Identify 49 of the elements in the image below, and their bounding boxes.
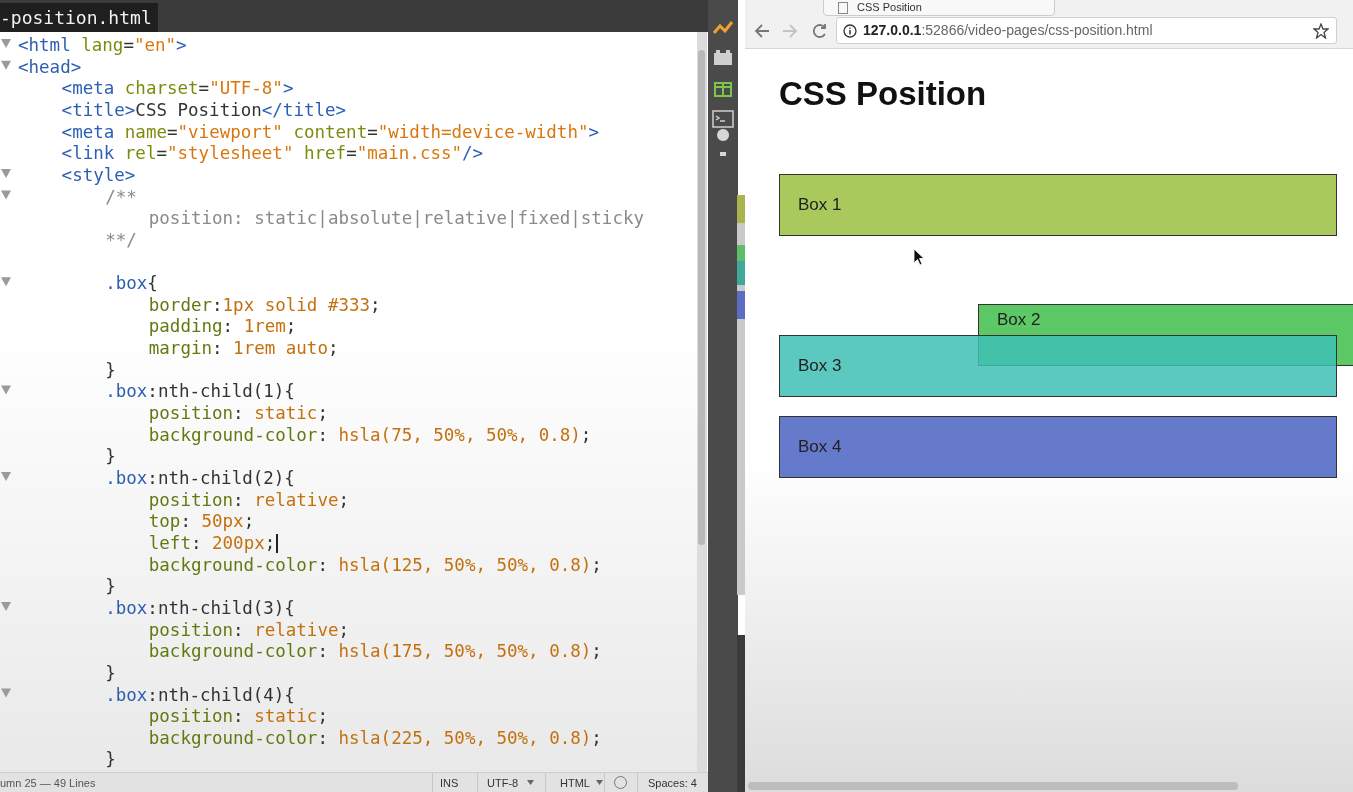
code-line: .box:nth-child(1){ — [105, 380, 295, 403]
page-heading: CSS Position — [779, 75, 987, 113]
code-line: position: static|absolute|relative|fixed|sticky — [148, 207, 644, 230]
status-item: INS — [440, 777, 459, 789]
code-line: left: 200px; — [148, 531, 276, 554]
box-label: Box 4 — [798, 437, 842, 457]
code-line: .box:nth-child(2){ — [105, 467, 295, 489]
position-box — [779, 416, 1337, 478]
code-line: background-color: hsla(225, 50%, 50%, 0.8); — [148, 726, 602, 749]
code-line: <style> — [61, 163, 136, 186]
code-line: position: static; — [148, 705, 328, 728]
code-line: padding: 1rem; — [148, 315, 297, 338]
status-item: HTML — [560, 777, 590, 789]
status-item: Spaces: 4 — [648, 777, 697, 789]
status-item: UTF-8 — [487, 777, 519, 789]
code-line: border:1px solid #333; — [148, 293, 381, 316]
code-line: } — [105, 748, 116, 771]
code-line: position: static; — [148, 402, 328, 425]
position-box — [779, 335, 1337, 397]
code-line: <meta charset="UTF-8"> — [61, 77, 294, 100]
code-line: <link rel="stylesheet" href="main.css"/> — [61, 142, 484, 165]
code-line: .box:nth-child(3){ — [105, 596, 295, 619]
url-text: 127.0.0.1:52866/video-pages/css-position.html — [863, 22, 1153, 38]
box-label: Box 2 — [997, 310, 1041, 330]
code-line: **/ — [105, 228, 137, 251]
code-line: <html lang="en"> — [18, 34, 187, 56]
code-line: position: relative; — [148, 618, 349, 641]
box-label: Box 1 — [798, 195, 842, 215]
tab-title: CSS Position — [857, 1, 922, 13]
code-line: } — [105, 358, 116, 381]
file-tab: -position.html — [0, 3, 158, 32]
cursor-position-text: umn 25 — 49 Lines — [0, 777, 96, 789]
code-line: background-color: hsla(175, 50%, 50%, 0.8); — [148, 640, 602, 663]
code-line: } — [105, 445, 116, 468]
code-line: background-color: hsla(125, 50%, 50%, 0.8); — [148, 553, 602, 576]
code-line: margin: 1rem auto; — [148, 337, 339, 360]
position-box — [779, 174, 1337, 236]
code-line: } — [105, 575, 116, 598]
code-line: .box{ — [105, 272, 158, 295]
code-line: <title>CSS Position</title> — [61, 98, 347, 121]
code-line: /** — [105, 185, 137, 208]
code-line: background-color: hsla(75, 50%, 50%, 0.8); — [148, 423, 592, 446]
box-label: Box 3 — [798, 356, 842, 376]
code-line: } — [105, 661, 116, 684]
code-line: .box:nth-child(4){ — [105, 683, 295, 706]
code-line: position: relative; — [148, 488, 349, 511]
code-line: <head> — [18, 55, 82, 78]
code-line: top: 50px; — [148, 510, 255, 533]
code-line: <meta name="viewport" content="width=device-width"> — [61, 120, 599, 143]
